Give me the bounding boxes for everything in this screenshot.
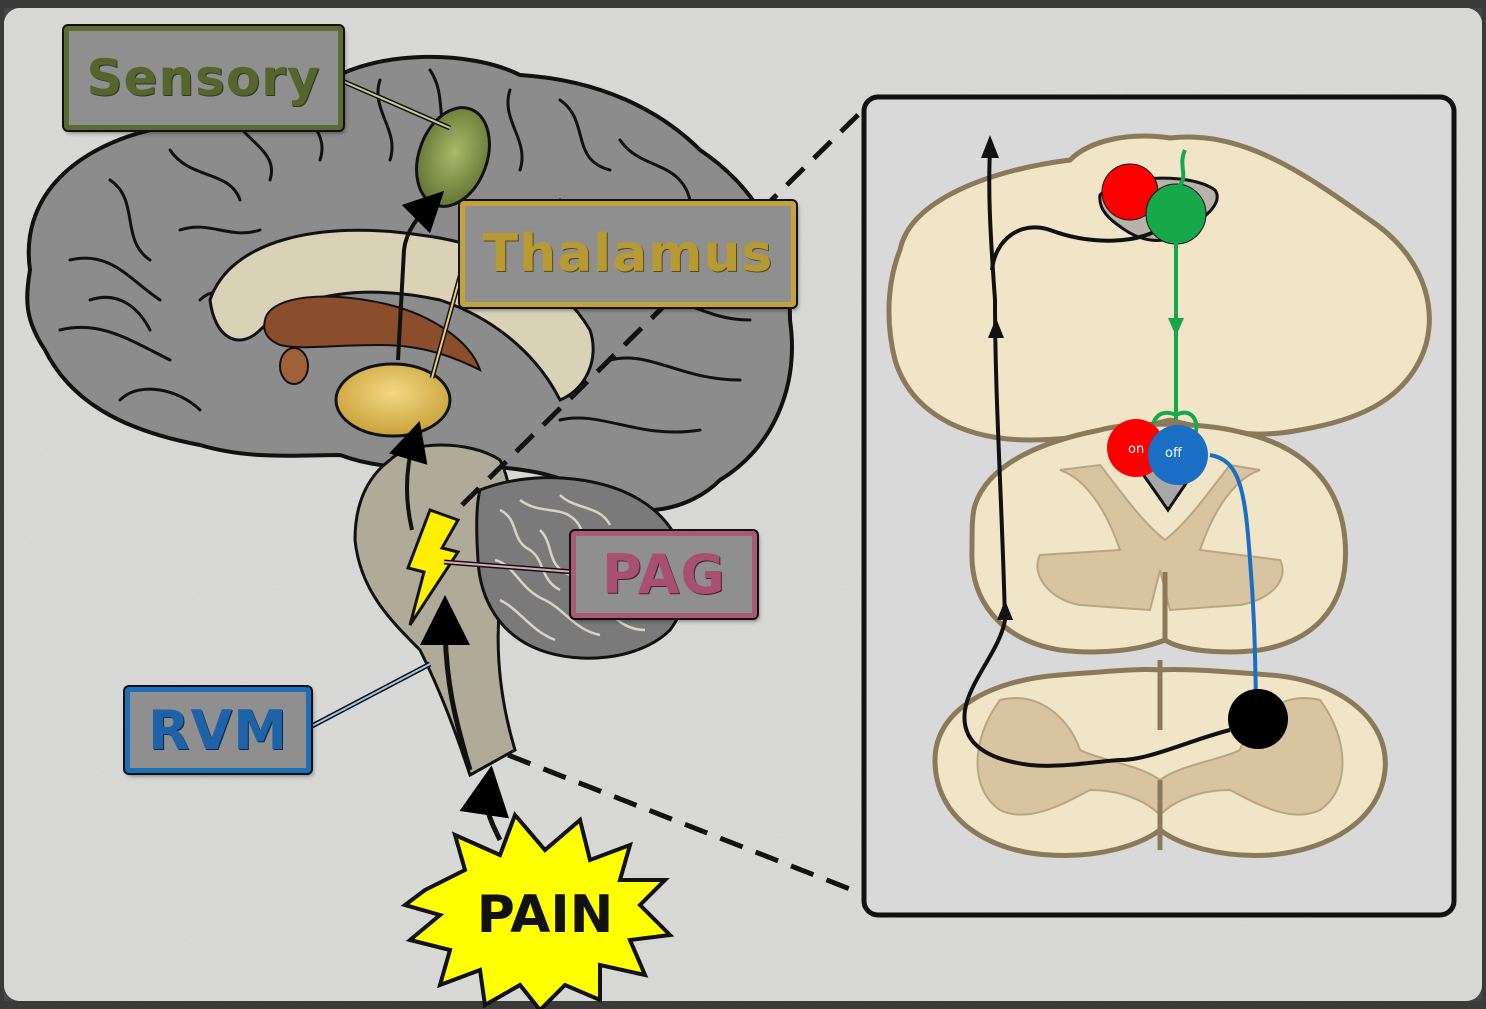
on-cell-label: on bbox=[1128, 442, 1144, 457]
rvm-label-text: RVM bbox=[148, 699, 288, 762]
pag-label: PAG bbox=[571, 531, 757, 618]
rvm-label: RVM bbox=[125, 687, 311, 773]
pag-label-text: PAG bbox=[602, 543, 726, 606]
sensory-label-text: Sensory bbox=[87, 49, 321, 107]
sensory-label: Sensory bbox=[64, 26, 343, 130]
off-cell-label: off bbox=[1165, 446, 1182, 461]
thalamus-label-text: Thalamus bbox=[483, 224, 774, 284]
thalamus-label: Thalamus bbox=[460, 201, 796, 307]
pain-label-text: PAIN bbox=[477, 885, 613, 945]
spinal-cord-inset bbox=[864, 97, 1454, 915]
pain-label: PAIN bbox=[430, 870, 660, 960]
